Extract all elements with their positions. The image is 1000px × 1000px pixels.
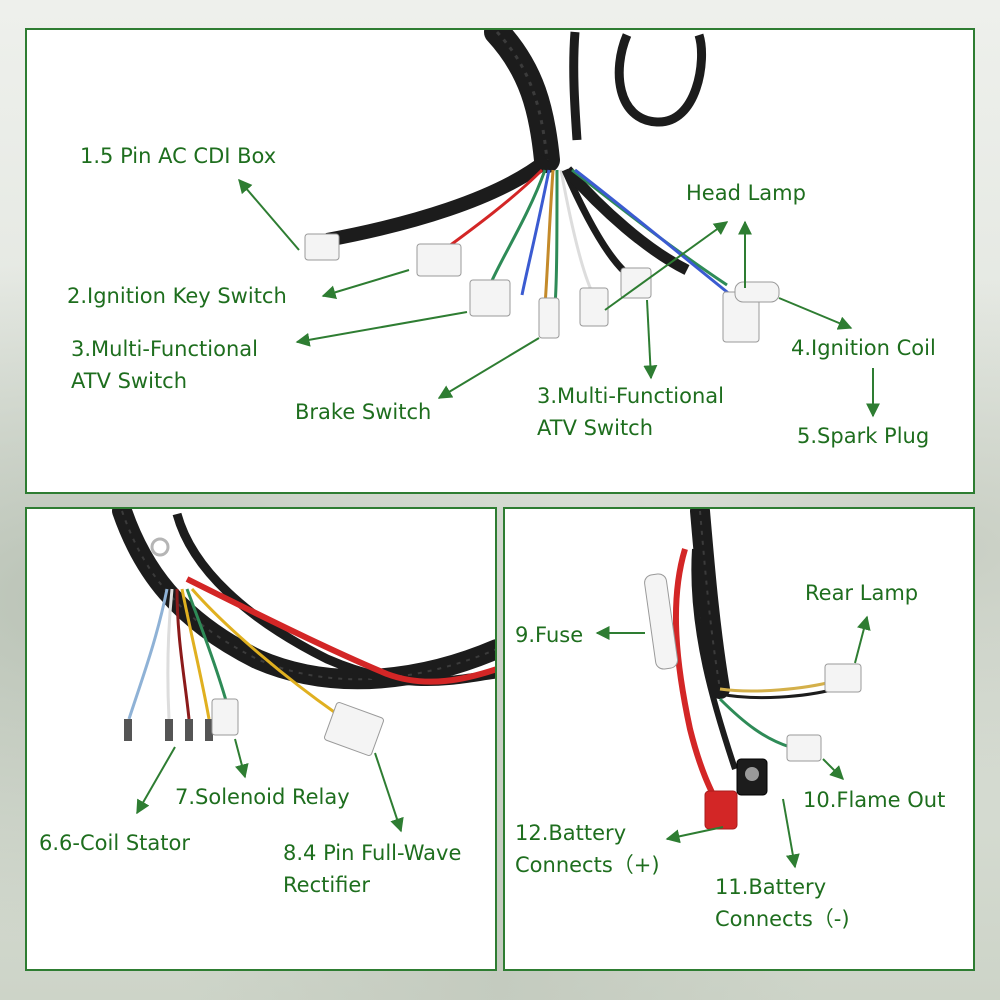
arrow-coil-stator — [136, 746, 176, 815]
arrow-battery-negative — [782, 798, 800, 869]
label-head-lamp: Head Lamp — [686, 181, 806, 205]
label-rectifier-1: 8.4 Pin Full-Wave — [283, 841, 462, 865]
label-solenoid-relay: 7.Solenoid Relay — [175, 785, 350, 809]
bottom-right-harness-illustration — [595, 509, 871, 869]
label-multi-functional-left-2: ATV Switch — [71, 369, 188, 393]
bottom-left-harness-illustration — [112, 509, 495, 833]
arrow-multi-switch-left — [295, 311, 468, 347]
label-multi-functional-right-1: 3.Multi-Functional — [537, 384, 724, 408]
top-panel-harness-front: 1.5 Pin AC CDI Box 2.Ignition Key Switch… — [25, 28, 975, 494]
head-lamp-connector — [579, 287, 609, 327]
battery-negative-terminal — [745, 767, 759, 781]
arrow-rectifier — [374, 752, 404, 833]
label-rectifier-2: Rectifier — [283, 873, 370, 897]
harness-main-trunk — [484, 30, 706, 173]
rear-lamp-connector — [824, 663, 862, 693]
bottom-left-connectors — [211, 698, 384, 756]
battery-positive-boot — [704, 790, 738, 830]
arrow-brake-switch — [437, 337, 540, 399]
arrow-head-lamp — [604, 221, 729, 311]
bottom-right-panel-battery-fuse: 9.Fuse Rear Lamp 10.Flame Out 12.Battery… — [503, 507, 975, 971]
label-multi-functional-right-2: ATV Switch — [537, 416, 654, 440]
multi-switch-left-connector — [469, 279, 511, 317]
top-callout-arrows — [238, 178, 880, 418]
stator-wires — [124, 588, 338, 741]
label-coil-stator: 6.6-Coil Stator — [39, 831, 190, 855]
label-multi-functional-left-1: 3.Multi-Functional — [71, 337, 258, 361]
fuse-holder — [644, 573, 679, 670]
label-flame-out: 10.Flame Out — [803, 788, 946, 812]
label-spark-plug: 5.Spark Plug — [797, 424, 930, 448]
top-harness-illustration — [238, 30, 880, 418]
arrow-ignition-key — [321, 269, 410, 300]
label-ignition-key-switch: 2.Ignition Key Switch — [67, 284, 287, 308]
arrow-solenoid-relay — [234, 738, 249, 779]
arrow-ignition-coil — [778, 297, 853, 330]
ring-terminal — [150, 537, 170, 557]
label-fuse: 9.Fuse — [515, 623, 584, 647]
label-battery-negative-2: Connects（-) — [715, 907, 850, 931]
label-ignition-coil: 4.Ignition Coil — [791, 336, 936, 360]
label-brake-switch: Brake Switch — [295, 400, 432, 424]
arrow-multi-switch-right — [643, 299, 658, 380]
arrow-flame-out — [822, 758, 844, 780]
brake-switch-connector — [538, 297, 560, 339]
bottom-right-callout-arrows — [595, 615, 871, 869]
top-connectors — [304, 233, 780, 343]
arrow-cdi-box — [238, 178, 300, 251]
rectifier-connector — [324, 702, 384, 756]
flame-out-connector — [786, 734, 822, 762]
arrow-rear-lamp — [854, 615, 871, 664]
multi-switch-right-connector — [620, 267, 652, 299]
bottom-right-connectors — [644, 573, 862, 830]
arrow-battery-positive — [665, 826, 724, 844]
bottom-left-callout-arrows — [136, 738, 404, 833]
label-battery-positive-2: Connects（+) — [515, 853, 660, 877]
label-cdi-box: 1.5 Pin AC CDI Box — [80, 144, 277, 168]
solenoid-relay-connector — [211, 698, 239, 736]
label-rear-lamp: Rear Lamp — [805, 581, 919, 605]
harness-trunk-right — [672, 509, 836, 811]
ignition-key-connector — [416, 243, 462, 277]
bottom-left-panel-stator-relay: 6.6-Coil Stator 7.Solenoid Relay 8.4 Pin… — [25, 507, 497, 971]
label-battery-positive-1: 12.Battery — [515, 821, 627, 845]
harness-trunk-left — [112, 509, 495, 690]
cdi-connector — [304, 233, 340, 261]
spark-plug-terminal — [734, 281, 780, 303]
harness-wire-fanout — [325, 154, 738, 306]
label-battery-negative-1: 11.Battery — [715, 875, 827, 899]
